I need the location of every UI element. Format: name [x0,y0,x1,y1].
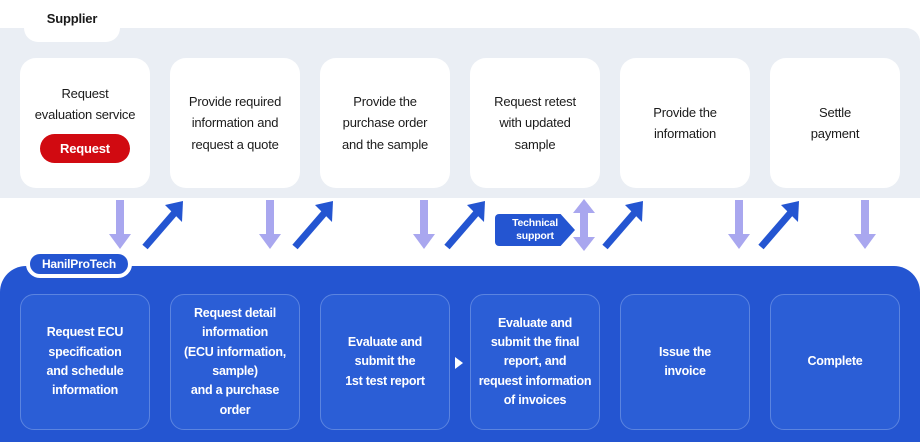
up-right-arrow-1-icon [142,201,183,250]
up-down-arrow-1-icon [573,199,595,251]
hanilprotech-badge: HanilProTech [26,250,132,278]
up-right-arrow-2-icon [292,201,333,250]
request-button[interactable]: Request [40,134,130,164]
step-triangle-icon [455,357,463,369]
down-arrow-4-icon [728,200,750,249]
up-right-arrow-5-icon [758,201,799,250]
down-arrow-2-icon [259,200,281,249]
supplier-panel [0,28,920,198]
hanil-card-complete[interactable]: Complete [770,294,900,430]
supplier-badge: Supplier [32,2,112,34]
hanil-card-text: Complete [807,354,863,369]
down-arrow-3-icon [413,200,435,249]
connector-band [0,198,920,268]
down-arrow-1-icon [109,200,131,249]
up-right-arrow-3-icon [444,201,485,250]
hanilprotech-panel [0,266,920,442]
up-right-arrow-4-icon [602,201,643,250]
down-arrow-5-icon [854,200,876,249]
